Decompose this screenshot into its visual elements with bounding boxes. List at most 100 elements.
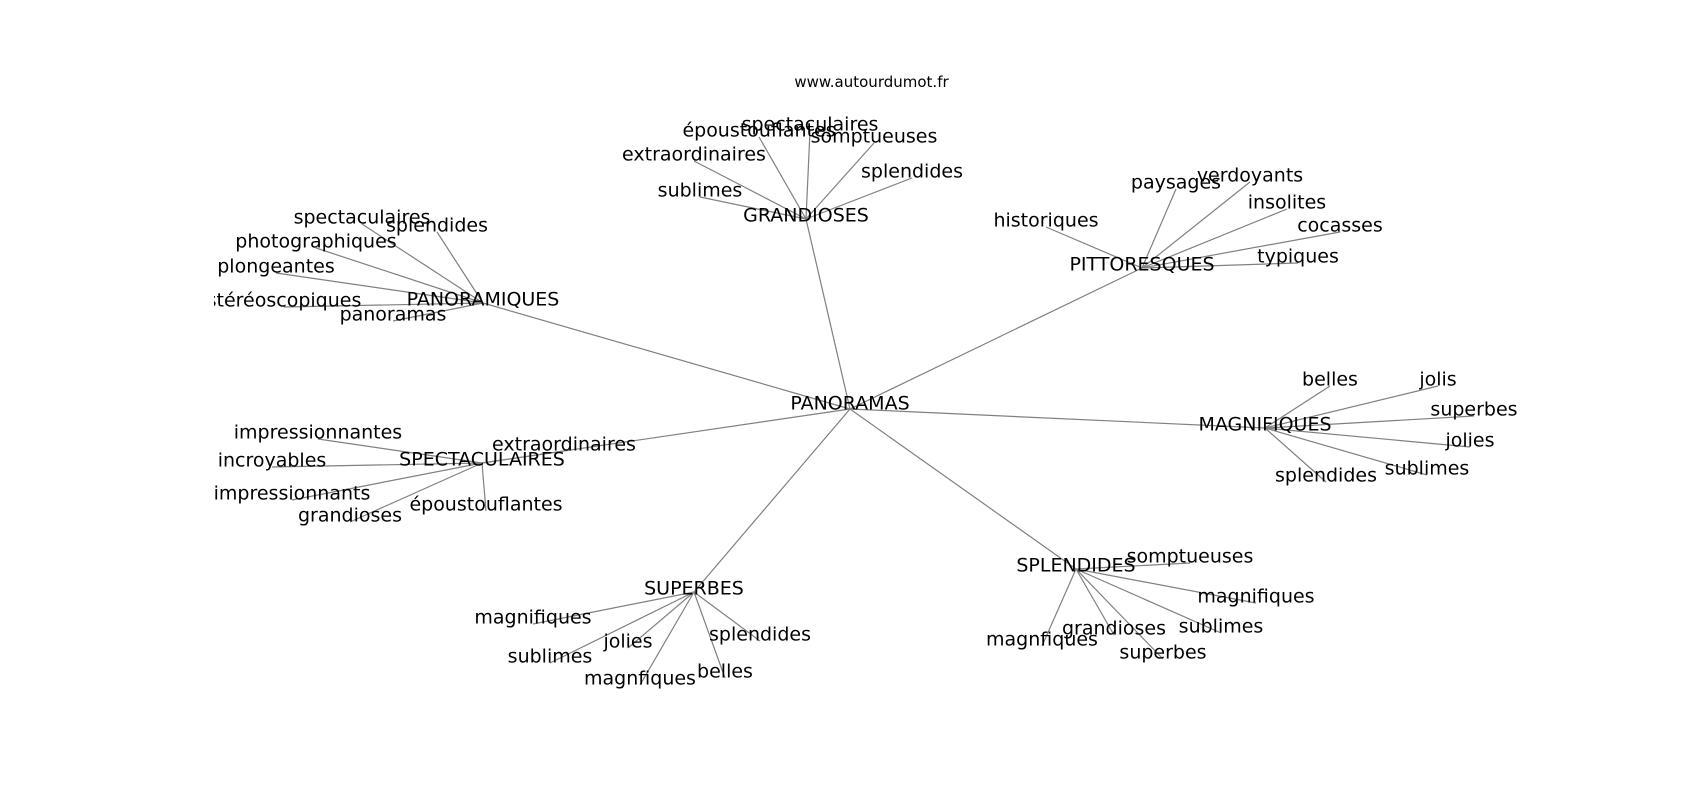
edge-spectaculaires-5 xyxy=(349,462,483,523)
hub-label-grandioses: GRANDIOSES xyxy=(743,205,869,227)
leaf-label-pittoresques-0: paysages xyxy=(1131,172,1221,194)
edge-center-panoramiques xyxy=(482,302,851,410)
leaf-label-magnifiques-3: jolies xyxy=(1444,430,1494,452)
edge-panoramiques-2 xyxy=(315,247,484,304)
leaf-label-panoramiques-3: plongeantes xyxy=(217,256,334,278)
leaf-label-grandioses-1: époustouflantes xyxy=(682,120,835,142)
hub-label-panoramiques: PANORAMIQUES xyxy=(407,289,560,311)
edge-pittoresques-2 xyxy=(1141,208,1288,269)
edge-spectaculaires-2 xyxy=(271,462,483,468)
edge-grandioses-4 xyxy=(805,177,913,220)
leaf-label-superbes-2: jolies xyxy=(602,631,652,653)
edge-center-grandioses xyxy=(805,218,851,410)
leaf-label-magnifiques-0: belles xyxy=(1302,369,1358,391)
edge-splendides-3 xyxy=(1075,568,1115,636)
edge-pittoresques-3 xyxy=(1045,226,1143,269)
leaf-label-pittoresques-2: insolites xyxy=(1248,192,1326,214)
edge-panoramiques-4 xyxy=(283,302,484,308)
edge-splendides-1 xyxy=(1075,568,1257,604)
edge-splendides-0 xyxy=(1075,562,1191,570)
leaf-label-panoramiques-5: panoramas xyxy=(340,304,447,326)
hub-label-spectaculaires: SPECTACULAIRES xyxy=(399,449,565,471)
edge-magnifiques-3 xyxy=(1264,427,1471,448)
edge-superbes-2 xyxy=(627,591,695,649)
edge-spectaculaires-3 xyxy=(291,462,483,501)
leaf-label-pittoresques-1: verdoyants xyxy=(1197,165,1303,187)
hub-label-splendides: SPLENDIDES xyxy=(1016,555,1135,577)
leaf-label-splendides-3: grandioses xyxy=(1062,618,1166,640)
leaf-label-panoramiques-4: stéréoscopiques xyxy=(207,290,362,312)
leaf-label-splendides-4: magnfiques xyxy=(986,629,1098,651)
leaf-label-pittoresques-4: cocasses xyxy=(1297,215,1383,237)
leaf-label-spectaculaires-5: grandioses xyxy=(298,505,402,527)
leaf-label-pittoresques-5: typiques xyxy=(1257,246,1339,268)
edge-splendides-2 xyxy=(1075,568,1222,634)
edge-magnifiques-4 xyxy=(1264,427,1428,476)
leaf-label-spectaculaires-1: extraordinaires xyxy=(492,434,636,456)
edge-panoramiques-3 xyxy=(275,272,484,304)
edge-pittoresques-4 xyxy=(1141,231,1341,269)
graph-labels: PANORAMAS GRANDIOSESspectaculairesépoust… xyxy=(207,114,1518,690)
edge-superbes-4 xyxy=(639,591,695,686)
leaf-label-magnifiques-1: jolis xyxy=(1418,369,1456,391)
leaf-label-spectaculaires-4: époustouflantes xyxy=(409,494,562,516)
leaf-label-magnifiques-4: sublimes xyxy=(1385,458,1470,480)
leaf-label-panoramiques-0: spectaculaires xyxy=(294,207,431,229)
leaf-label-splendides-1: magnifiques xyxy=(1197,586,1314,608)
leaf-label-spectaculaires-0: impressionnantes xyxy=(234,422,402,444)
center-node-label: PANORAMAS xyxy=(790,393,909,415)
edge-grandioses-1 xyxy=(758,136,807,220)
edge-panoramiques-0 xyxy=(361,223,484,304)
edge-magnifiques-2 xyxy=(1264,415,1475,429)
hub-label-pittoresques: PITTORESQUES xyxy=(1069,254,1214,276)
leaf-label-splendides-5: superbes xyxy=(1119,642,1206,664)
edge-splendides-5 xyxy=(1075,568,1164,660)
leaf-label-magnifiques-2: superbes xyxy=(1430,399,1517,421)
edge-splendides-4 xyxy=(1041,568,1077,647)
edge-grandioses-5 xyxy=(699,196,807,220)
edge-pittoresques-0 xyxy=(1141,188,1177,269)
edge-panoramiques-5 xyxy=(392,302,484,322)
edge-superbes-5 xyxy=(693,591,726,679)
edge-center-superbes xyxy=(693,408,851,593)
leaf-label-grandioses-5: sublimes xyxy=(658,180,743,202)
edge-spectaculaires-0 xyxy=(317,438,483,464)
edge-grandioses-3 xyxy=(693,160,807,220)
hub-label-magnifiques: MAGNIFIQUES xyxy=(1198,414,1331,436)
leaf-label-spectaculaires-3: impressionnants xyxy=(214,483,371,505)
edge-pittoresques-5 xyxy=(1141,262,1299,269)
edge-grandioses-0 xyxy=(805,130,811,220)
leaf-label-splendides-2: sublimes xyxy=(1179,616,1264,638)
edge-center-splendides xyxy=(849,408,1077,570)
leaf-label-magnifiques-5: splendides xyxy=(1275,465,1377,487)
edge-spectaculaires-1 xyxy=(481,450,565,464)
edge-panoramiques-1 xyxy=(436,231,484,304)
edge-magnifiques-0 xyxy=(1264,385,1331,429)
leaf-label-splendides-0: somptueuses xyxy=(1127,546,1254,568)
edge-superbes-0 xyxy=(532,591,695,625)
leaf-label-spectaculaires-2: incroyables xyxy=(218,450,327,472)
hub-label-superbes: SUPERBES xyxy=(644,578,744,600)
leaf-label-grandioses-4: splendides xyxy=(861,161,963,183)
edge-magnifiques-1 xyxy=(1264,385,1439,429)
leaf-label-superbes-4: magnfiques xyxy=(584,668,696,690)
graph-edges xyxy=(271,130,1475,686)
leaf-label-superbes-0: magnifiques xyxy=(474,607,591,629)
edge-spectaculaires-4 xyxy=(481,462,487,512)
leaf-label-grandioses-0: spectaculaires xyxy=(742,114,879,136)
leaf-label-superbes-1: splendides xyxy=(709,624,811,646)
edge-grandioses-2 xyxy=(805,142,875,220)
edge-superbes-3 xyxy=(549,591,695,664)
leaf-label-superbes-5: belles xyxy=(697,661,753,683)
edge-magnifiques-5 xyxy=(1264,427,1327,483)
edge-center-pittoresques xyxy=(849,267,1143,410)
leaf-label-panoramiques-1: splendides xyxy=(386,215,488,237)
edge-superbes-1 xyxy=(693,591,761,642)
leaf-label-pittoresques-3: historiques xyxy=(993,210,1098,232)
leaf-label-superbes-3: sublimes xyxy=(508,646,593,668)
edge-pittoresques-1 xyxy=(1141,181,1251,269)
leaf-label-grandioses-3: extraordinaires xyxy=(622,144,766,166)
leaf-label-panoramiques-2: photographiques xyxy=(235,231,396,253)
edge-center-magnifiques xyxy=(849,408,1266,429)
